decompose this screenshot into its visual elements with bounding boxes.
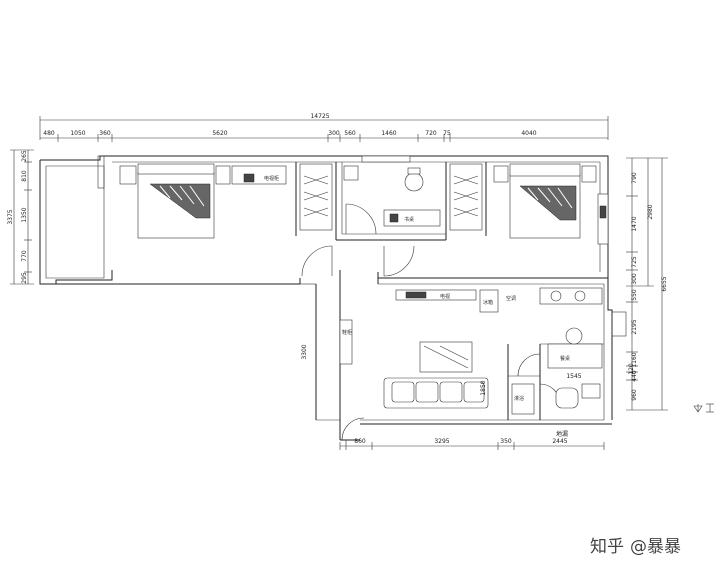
watermark: 知乎 @暴暴: [590, 532, 681, 557]
window-sill: [361, 155, 411, 163]
dim-right-4: 300: [631, 273, 638, 285]
dim-top-6: 560: [344, 130, 356, 137]
dim-bottom-3: 350: [500, 438, 512, 445]
bedroom-2-desk: [597, 193, 609, 245]
nightstand-3: [493, 165, 509, 183]
dim-left-3: 1350: [21, 207, 28, 222]
dim-bottom-1: 860: [354, 438, 366, 445]
dim-right-total-a: 2980: [647, 204, 654, 219]
bottom-dimension-chain: 860 3295 350 2445 地漏 3300 1545 1850: [301, 344, 605, 450]
dim-right-total-b: 6655: [661, 276, 668, 291]
nightstand-2: [215, 165, 231, 185]
dim-right-2: 1470: [631, 216, 638, 231]
dim-right-9: 440: [631, 370, 638, 382]
wardrobe-1: [299, 163, 333, 231]
bath-label: 淋浴: [514, 395, 524, 402]
study: 书桌: [343, 155, 441, 227]
dim-right-8: 120: [628, 363, 635, 375]
shower: [511, 383, 535, 415]
dim-top-4: 5620: [212, 130, 227, 137]
dim-bottom-4: 2445: [552, 438, 567, 445]
nightstand-4: [581, 165, 597, 183]
nightstand-1: [119, 165, 137, 185]
dim-top-3: 360: [99, 130, 111, 137]
bedroom-2: [449, 163, 609, 245]
dim-top-10: 4040: [521, 130, 536, 137]
bedroom-1: 电视柜: [119, 163, 333, 239]
dim-small-a: 1850: [480, 380, 487, 395]
dim-total-width: 14725: [310, 113, 329, 120]
dim-top-2: 1050: [70, 130, 85, 137]
section-marker: [693, 403, 714, 413]
entry-cabinet: [339, 319, 353, 365]
dim-mid-vertical: 3300: [301, 344, 308, 359]
dining-table: [547, 343, 603, 369]
dim-right-7: 1160: [631, 352, 638, 367]
tv-cabinet: [395, 289, 477, 301]
top-dimension-total: 14725: [39, 113, 609, 140]
dim-left-4: 770: [21, 250, 28, 262]
dining-label: 餐桌: [560, 355, 570, 362]
entry-cabinet-label: 鞋柜: [342, 329, 352, 336]
dim-top-9: 75: [443, 130, 451, 137]
dim-right-5: 550: [631, 289, 638, 301]
basin: [581, 383, 601, 399]
dim-right-1: 790: [631, 172, 638, 184]
dim-kitchen-width: 1545: [566, 373, 581, 380]
dim-top-7: 1460: [381, 130, 396, 137]
chair: [565, 327, 583, 345]
dim-top-1: 480: [43, 130, 55, 137]
tv-label: 电视: [440, 293, 450, 300]
dim-right-3: 725: [631, 256, 638, 268]
dim-bottom-2: 3295: [434, 438, 449, 445]
dim-top-8: 720: [425, 130, 437, 137]
left-dimension-chain: 3375 265 810 1350 770 295: [7, 149, 34, 285]
watermark-user: @暴暴: [630, 537, 681, 557]
dim-right-10: 960: [631, 389, 638, 401]
wardrobe-2: [449, 163, 483, 231]
right-dimension-chain: 790 1470 725 300 550 2195 1160 120 440 9…: [626, 157, 668, 411]
bottom-tag: 地漏: [556, 430, 568, 438]
bedroom-tv-cabinet-label: 电视柜: [264, 175, 279, 182]
study-desk-label: 书桌: [404, 216, 414, 223]
dim-right-6: 2195: [631, 319, 638, 334]
dim-left-total: 3375: [7, 209, 14, 224]
fridge: [479, 289, 499, 313]
doors: [301, 203, 561, 450]
kitchen-counter: [539, 287, 603, 305]
toilet: [555, 387, 579, 409]
dim-left-5: 295: [21, 272, 28, 284]
study-round-table: [404, 172, 424, 192]
dim-left-1: 265: [21, 150, 28, 162]
dim-left-2: 810: [21, 170, 28, 182]
watermark-site: 知乎: [590, 537, 624, 557]
side-tag: 空调: [506, 295, 516, 302]
living-area: 电视 冰箱 空调 鞋柜 餐桌 淋浴: [339, 287, 603, 415]
fridge-label: 冰箱: [483, 299, 493, 306]
dim-top-5: 300: [328, 130, 340, 137]
top-dimension-segments: 480 1050 360 5620 300 560 1460 720 75 40…: [40, 130, 608, 142]
